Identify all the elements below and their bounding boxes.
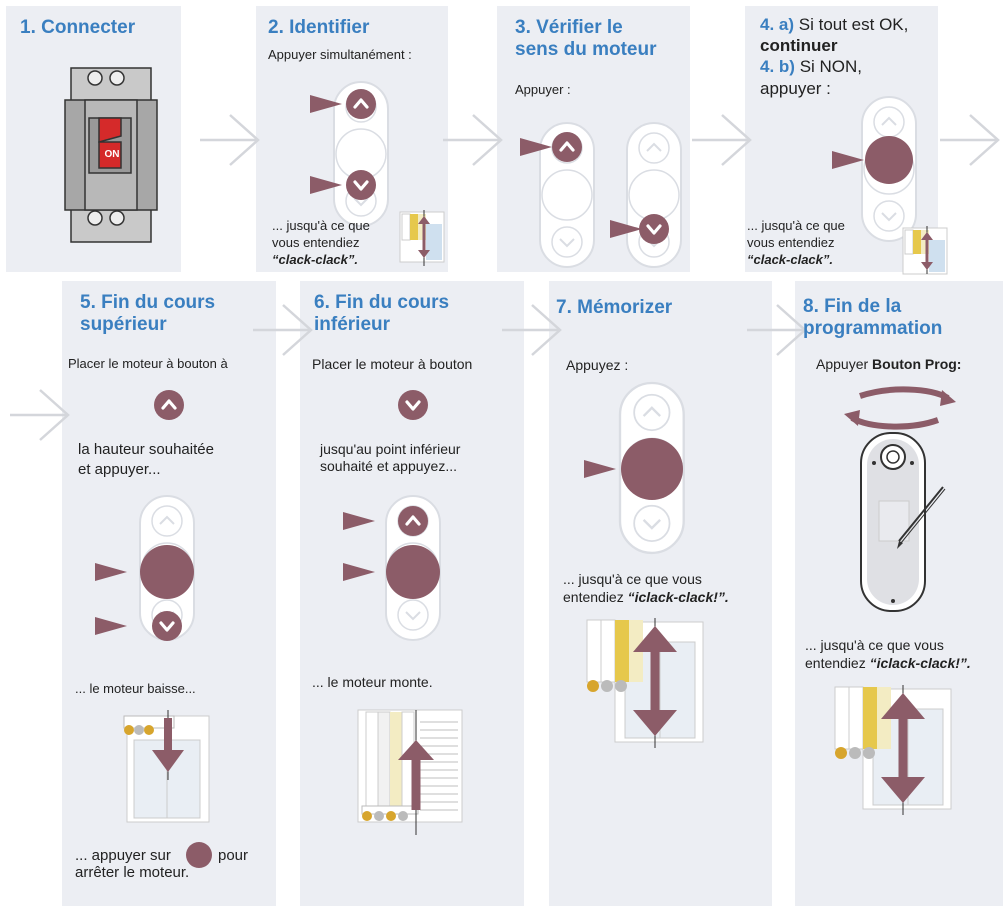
- step-8-instruction-a: Appuyer: [816, 356, 869, 372]
- step-8-wait-2-line: entendiez “iclack-clack!”.: [805, 655, 971, 671]
- step-7-title: 7. Mémorizer: [556, 297, 673, 318]
- step-4-wait-1: ... jusqu'à ce que: [747, 218, 845, 233]
- step-5-text-4: ... le moteur baisse...: [75, 681, 196, 696]
- step-7-wait-2-line: entendiez “iclack-clack!”.: [563, 589, 729, 605]
- step-4-sound: “clack-clack”.: [747, 252, 834, 267]
- remote-stop-press: [832, 96, 917, 242]
- awning-up-illustration: [357, 709, 463, 835]
- rotate-icon: [844, 386, 956, 430]
- step-8-title-line-2: programmation: [803, 318, 943, 339]
- step-2-title: 2. Identifier: [268, 17, 370, 38]
- flow-arrow-icon: [251, 303, 313, 357]
- awning-down-illustration: [123, 710, 210, 823]
- step-4b-text: Si NON,: [799, 57, 863, 76]
- step-8-wait-2: entendiez: [805, 655, 866, 671]
- step-5-text-5a: ... appuyer sur: [75, 847, 171, 864]
- step-2-instruction: Appuyer simultanément :: [268, 47, 412, 62]
- step-4-wait-2: vous entendiez: [747, 235, 835, 250]
- down-button-standalone: [396, 388, 430, 422]
- awning-updown-illustration: [586, 618, 704, 748]
- down-button-icon: [150, 609, 184, 643]
- step-7-wait-1: ... jusqu'à ce que vous: [563, 571, 702, 587]
- down-button-icon: [344, 168, 378, 202]
- step-3-instruction: Appuyer :: [515, 82, 571, 97]
- awning-updown-illustration: [834, 685, 952, 815]
- stop-button-icon: [621, 438, 683, 500]
- remote-back-prog-illustration: [860, 432, 946, 612]
- down-button-icon: [396, 388, 430, 422]
- step-5-text-5b: pour: [218, 847, 249, 864]
- step-6-text-2: jusqu'au point inférieur: [320, 441, 461, 457]
- step-8-instruction: Appuyer Bouton Prog:: [816, 356, 961, 372]
- pointer-icon: [95, 617, 127, 635]
- remote-stop-down-press: [95, 495, 195, 643]
- stop-button-icon: [386, 545, 440, 599]
- remote-up-press: [520, 122, 595, 268]
- pointer-icon: [95, 563, 127, 581]
- step-5-text-2: la hauteur souhaitée: [78, 441, 214, 458]
- step-4b-press: appuyer :: [760, 79, 831, 98]
- step-7-sound: “iclack-clack!”.: [627, 589, 729, 605]
- step-3-title-line-1: 3. Vérifier le: [515, 17, 623, 38]
- step-2-sound: “clack-clack”.: [272, 252, 359, 267]
- up-button-icon: [550, 130, 584, 164]
- step-5-text-3: et appuyer...: [78, 461, 161, 478]
- step-6-text-3: souhaité et appuyez...: [320, 458, 457, 474]
- step-5-text-6: arrêter le moteur.: [75, 864, 190, 881]
- step-8-instruction-b: Bouton Prog:: [872, 356, 962, 372]
- step-5-text-5: ... appuyer sur: [75, 846, 171, 865]
- step-6-text-4: ... le moteur monte.: [312, 674, 433, 690]
- pointer-icon: [343, 512, 375, 530]
- pointer-icon: [343, 563, 375, 581]
- step-1-title: 1. Connecter: [20, 17, 136, 38]
- circuit-breaker-illustration: [64, 67, 158, 243]
- up-button-icon: [344, 87, 378, 121]
- flow-arrow-icon: [198, 113, 260, 167]
- step-2-wait-1: ... jusqu'à ce que: [272, 218, 370, 233]
- pointer-icon: [584, 460, 616, 478]
- step-4a-text: Si tout est OK,: [798, 15, 909, 34]
- stop-button-icon: [865, 136, 913, 184]
- step-6-title-line-1: 6. Fin du cours: [314, 292, 450, 313]
- awning-mini-icon: [902, 226, 948, 275]
- step-3-title-line-2: sens du moteur: [515, 39, 657, 60]
- step-4b-line-1: 4. b) Si NON,: [760, 56, 862, 77]
- switch-on-label: ON: [104, 149, 120, 160]
- step-8-title-line-1: 8. Fin de la: [803, 296, 902, 317]
- down-button-icon: [637, 212, 671, 246]
- step-8-wait-1: ... jusqu'à ce que vous: [805, 637, 944, 653]
- flow-arrow-icon: [745, 303, 807, 357]
- step-6-text-1: Placer le moteur à bouton: [312, 356, 473, 372]
- up-button-standalone: [152, 388, 186, 422]
- remote-down-press: [610, 122, 682, 268]
- step-4a-line-1: 4. a) Si tout est OK,: [760, 14, 908, 35]
- step-8-sound: “iclack-clack!”.: [869, 655, 971, 671]
- step-7-wait-2: entendiez: [563, 589, 624, 605]
- step-5-text-1: Placer le moteur à bouton à: [68, 356, 228, 371]
- flow-arrow-icon: [500, 303, 562, 357]
- step-5-title-line-1: 5. Fin du cours: [80, 292, 216, 313]
- step-4b-label: 4. b): [760, 57, 795, 76]
- step-4a-label: 4. a): [760, 15, 795, 34]
- remote-up-stop-press: [343, 495, 441, 641]
- step-5-title-line-2: supérieur: [80, 314, 167, 335]
- step-7-text-1: Appuyez :: [566, 357, 629, 373]
- step-6-title-line-2: inférieur: [314, 314, 391, 335]
- stop-button-icon: [140, 545, 194, 599]
- stop-button-inline-icon: [186, 842, 212, 868]
- flow-arrow-icon: [8, 388, 70, 442]
- up-button-icon: [396, 504, 430, 538]
- pointer-icon: [832, 151, 864, 169]
- step-2-wait-2: vous entendiez: [272, 235, 360, 250]
- up-button-icon: [152, 388, 186, 422]
- remote-stop-press-large: [584, 381, 685, 555]
- step-4a-continue: continuer: [760, 36, 838, 55]
- awning-mini-icon: [399, 210, 445, 266]
